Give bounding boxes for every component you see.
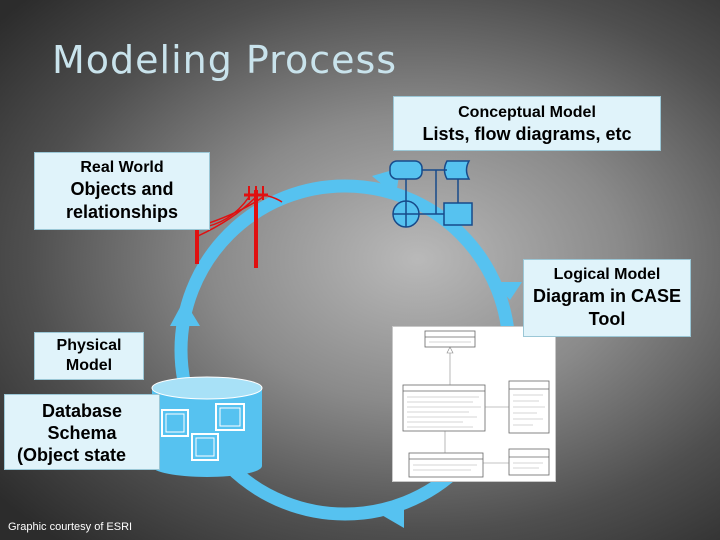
database-schema-line1: Database — [41, 401, 123, 421]
conceptual-model-heading: Conceptual Model — [458, 104, 596, 121]
uml-diagram-image — [392, 326, 556, 482]
database-schema-box: Database Schema (Object state — [4, 394, 160, 470]
physical-model-line1: Physical — [56, 337, 122, 354]
logical-model-heading: Logical Model — [553, 266, 661, 283]
flow-diagram-icon — [389, 160, 473, 228]
database-cylinder-icon — [151, 376, 263, 477]
page-title: Modeling Process — [52, 38, 398, 82]
database-schema-line2: Schema — [47, 423, 117, 443]
real-world-box: Real World Objects and relationships — [34, 152, 210, 230]
physical-model-line2: Model — [65, 357, 113, 374]
logical-model-box: Logical Model Diagram in CASE Tool — [523, 259, 691, 337]
conceptual-model-box: Conceptual Model Lists, flow diagrams, e… — [393, 96, 661, 151]
real-world-detail: Objects and relationships — [65, 179, 179, 222]
logical-model-detail: Diagram in CASE Tool — [532, 286, 682, 329]
physical-model-box: Physical Model — [34, 332, 144, 380]
graphic-credit: Graphic courtesy of ESRI — [8, 521, 133, 533]
real-world-heading: Real World — [80, 159, 164, 176]
conceptual-model-detail: Lists, flow diagrams, etc — [422, 124, 632, 144]
cycle-arrow-right — [494, 282, 522, 300]
database-schema-line3: (Object state — [17, 445, 127, 465]
cycle-arrow-bottom — [380, 500, 404, 528]
cycle-arrow-left — [170, 300, 200, 326]
